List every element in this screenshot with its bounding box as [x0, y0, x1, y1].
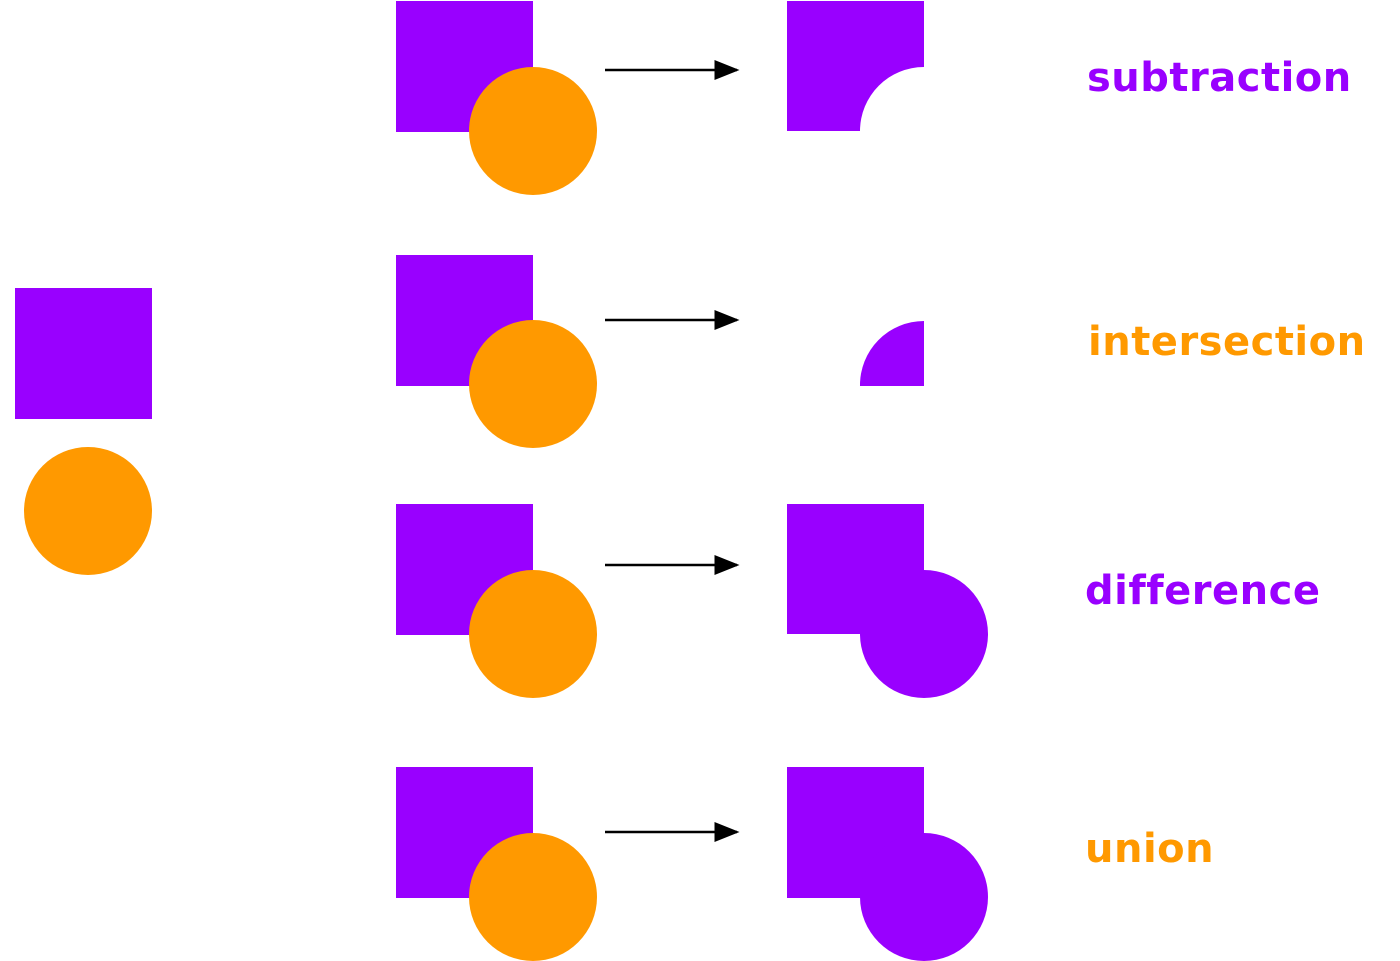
legend-circle-shape	[24, 447, 152, 575]
row-intersection	[396, 255, 924, 448]
result-subtraction-shape	[787, 1, 924, 131]
input-circle-shape	[469, 320, 597, 448]
result-difference-shape	[787, 504, 988, 698]
row-difference	[396, 504, 988, 698]
label-subtraction: subtraction	[1087, 55, 1352, 101]
row-union	[396, 767, 988, 961]
input-circle-shape	[469, 570, 597, 698]
input-circle-shape	[469, 833, 597, 961]
input-circle-shape	[469, 67, 597, 195]
row-subtraction	[396, 1, 924, 195]
legend-square-shape	[15, 288, 152, 419]
result-intersection-shape	[859, 321, 924, 386]
label-intersection: intersection	[1088, 319, 1366, 365]
label-difference: difference	[1085, 568, 1321, 614]
input-pair-union	[396, 767, 597, 961]
input-pair-intersection	[396, 255, 597, 448]
input-pair-difference	[396, 504, 597, 698]
label-union: union	[1085, 826, 1215, 872]
legend-shapes	[15, 288, 152, 575]
input-pair-subtraction	[396, 1, 597, 195]
result-union-shape	[787, 767, 988, 961]
